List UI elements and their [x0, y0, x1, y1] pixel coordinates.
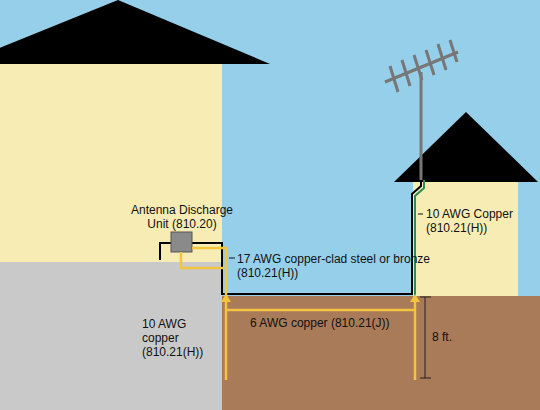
antenna	[385, 40, 458, 180]
coax-cable	[160, 243, 171, 260]
ground-rod-top	[221, 294, 231, 302]
leader-line	[418, 214, 423, 215]
wire-label: 17 AWG copper-clad steel or bronze (810.…	[237, 252, 449, 280]
part-label: Antenna Discharge Unit (810.20)	[122, 203, 242, 231]
discharge-unit	[171, 232, 192, 252]
garage-wall	[413, 178, 518, 296]
ground-rod-top	[410, 294, 420, 302]
garage-roof	[394, 112, 538, 182]
leader-line	[229, 258, 235, 259]
mast-ground-wire	[415, 180, 424, 296]
wire-label: 6 AWG copper (810.21(J))	[250, 316, 400, 330]
dimension-line	[420, 297, 431, 378]
foundation	[0, 262, 222, 410]
wire-label: 10 AWG copper (810.21(H))	[142, 317, 222, 359]
dimension-label: 8 ft.	[432, 330, 472, 344]
wire-label: 10 AWG Copper (810.21(H))	[426, 207, 526, 235]
house-wall	[0, 60, 222, 264]
roof	[0, 0, 270, 64]
